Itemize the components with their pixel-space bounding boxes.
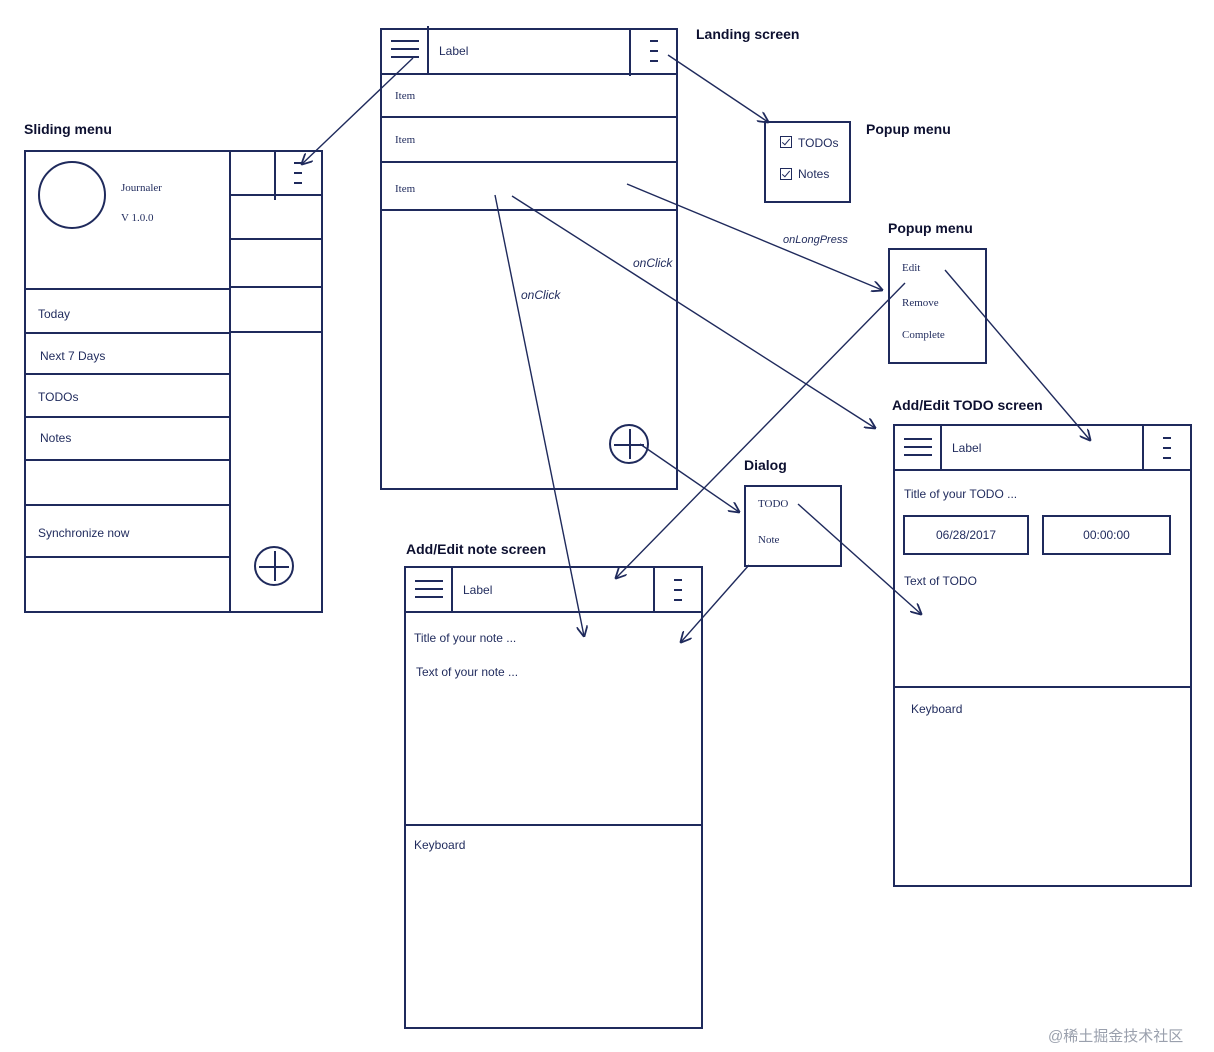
drawer-item-next-7-days[interactable]: Next 7 Days <box>40 349 106 363</box>
arrow-item-onclick-note <box>494 194 584 636</box>
heading-add-edit-todo: Add/Edit TODO screen <box>892 397 1043 413</box>
note-screen-frame: Label Title of your note ... Text of you… <box>404 566 703 1029</box>
hamburger-menu-icon[interactable] <box>391 40 419 60</box>
time-field[interactable]: 00:00:00 <box>1042 515 1171 555</box>
list-item[interactable]: Item <box>395 90 416 102</box>
app-name: Journaler <box>121 182 162 194</box>
heading-landing-screen: Landing screen <box>696 26 800 42</box>
todo-text-input[interactable]: Text of TODO <box>904 574 977 588</box>
dialog-item-todo[interactable]: TODO <box>758 498 789 510</box>
popup-item-notes[interactable]: Notes <box>798 167 830 181</box>
checkbox-icon[interactable] <box>780 168 792 180</box>
drawer-item-notes[interactable]: Notes <box>40 431 72 445</box>
popup-item-todos[interactable]: TODOs <box>798 136 839 150</box>
drawer-item-todos[interactable]: TODOs <box>38 390 79 404</box>
toolbar-label: Label <box>952 441 982 455</box>
popup-item-remove[interactable]: Remove <box>902 297 939 309</box>
checkbox-icon[interactable] <box>780 136 792 148</box>
arrow-item-longpress <box>626 183 882 290</box>
note-text-input[interactable]: Text of your note ... <box>416 665 519 679</box>
arrow-fab-to-dialog <box>639 443 739 512</box>
popup-menu-filter: TODOs Notes <box>764 121 851 203</box>
app-version: V 1.0.0 <box>121 212 154 224</box>
heading-sliding-menu: Sliding menu <box>24 121 112 137</box>
drawer-item-today[interactable]: Today <box>38 307 71 321</box>
dialog-item-note[interactable]: Note <box>758 534 780 546</box>
list-item[interactable]: Item <box>395 134 416 146</box>
overflow-menu-icon[interactable] <box>650 38 658 64</box>
keyboard-area[interactable]: Keyboard <box>911 702 963 716</box>
drawer-edge <box>229 152 231 611</box>
todo-title-input[interactable]: Title of your TODO ... <box>904 487 1018 501</box>
heading-dialog: Dialog <box>744 457 787 473</box>
create-dialog: TODO Note <box>744 485 842 567</box>
edge-label-onclick-1: onClick <box>521 288 561 302</box>
overflow-menu-icon[interactable] <box>674 577 682 603</box>
overflow-menu-icon[interactable] <box>1163 435 1171 461</box>
watermark: @稀土掘金技术社区 <box>1048 1028 1184 1045</box>
avatar <box>38 161 106 229</box>
heading-popup-menu-2: Popup menu <box>888 220 973 236</box>
toolbar-label: Label <box>439 44 469 58</box>
toolbar-label: Label <box>463 583 493 597</box>
arrow-dialog-todo <box>797 503 921 614</box>
add-fab-icon[interactable] <box>609 424 649 464</box>
add-fab-icon[interactable] <box>254 546 294 586</box>
todo-screen-frame: Label Title of your TODO ... 06/28/2017 … <box>893 424 1192 887</box>
list-item[interactable]: Item <box>395 183 416 195</box>
arrow-item-onclick-todo <box>511 195 875 428</box>
arrow-edit-to-note <box>616 282 906 578</box>
heading-popup-menu-1: Popup menu <box>866 121 951 137</box>
arrow-hamburger-to-drawer <box>302 57 414 164</box>
hamburger-menu-icon[interactable] <box>904 438 932 458</box>
drawer-item-synchronize[interactable]: Synchronize now <box>38 526 130 540</box>
landing-screen-frame: Label Item Item Item <box>380 26 678 490</box>
edge-label-onclick-2: onClick <box>633 256 673 270</box>
date-field[interactable]: 06/28/2017 <box>903 515 1029 555</box>
edge-label-onlongpress: onLongPress <box>783 234 848 246</box>
popup-item-edit[interactable]: Edit <box>902 262 921 274</box>
note-title-input[interactable]: Title of your note ... <box>414 631 517 645</box>
arrow-dialog-note <box>681 564 750 642</box>
sliding-menu-frame: Journaler V 1.0.0 Today Next 7 Days TODO… <box>24 150 323 613</box>
arrow-overflow-to-popup <box>667 54 768 122</box>
popup-item-complete[interactable]: Complete <box>902 329 945 341</box>
keyboard-area[interactable]: Keyboard <box>414 838 466 852</box>
overflow-menu-icon[interactable] <box>294 160 302 186</box>
popup-menu-actions: Edit Remove Complete <box>888 248 987 364</box>
hamburger-menu-icon[interactable] <box>415 580 443 600</box>
heading-add-edit-note: Add/Edit note screen <box>406 541 547 557</box>
arrow-edit-to-todo <box>944 269 1090 440</box>
